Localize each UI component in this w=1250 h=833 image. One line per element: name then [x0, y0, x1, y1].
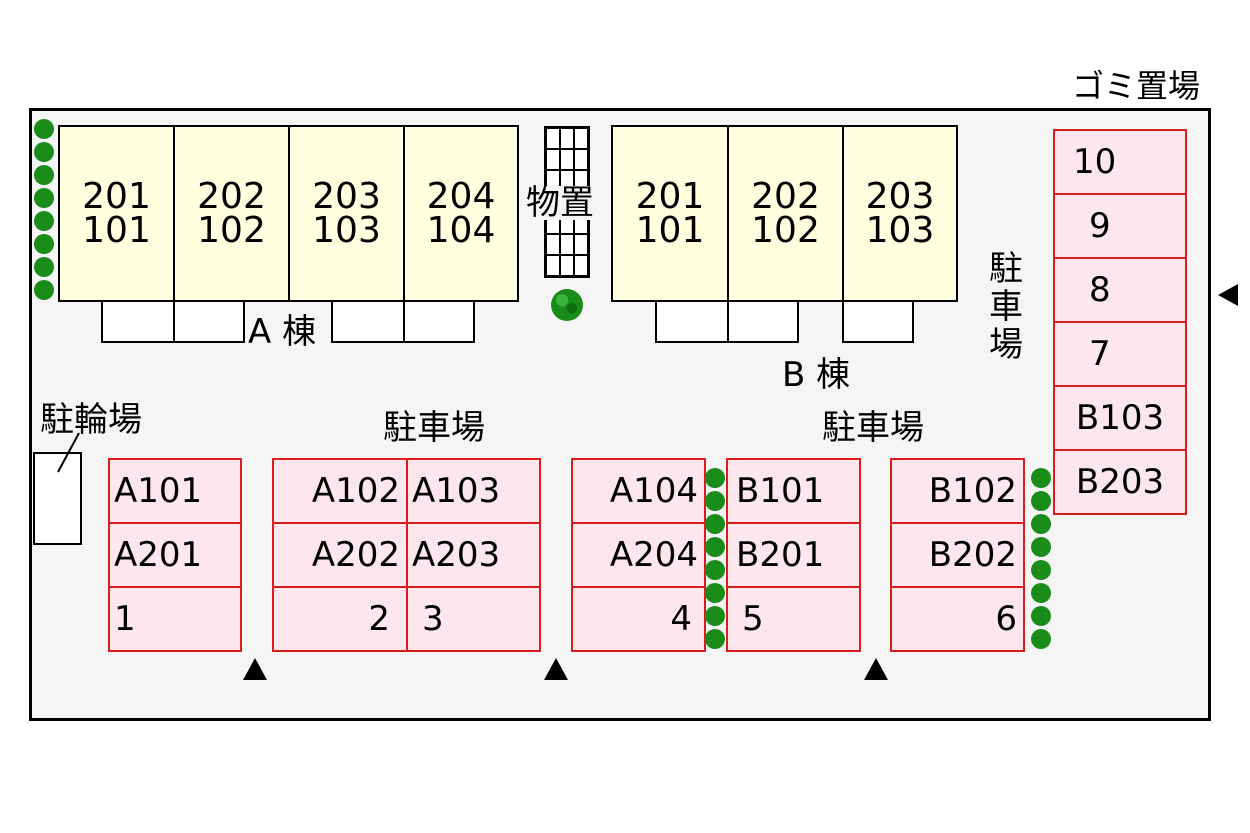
- parking-stall: A104: [571, 458, 706, 524]
- parking-stall: B101: [726, 458, 861, 524]
- hedge-dot: [705, 514, 725, 534]
- hedge-dot: [1031, 537, 1051, 557]
- balcony: [655, 300, 729, 343]
- parking-stall: 9: [1053, 193, 1187, 259]
- hedge-dot: [34, 211, 54, 231]
- parking-stall: 3: [406, 586, 541, 652]
- hedge-dot: [34, 119, 54, 139]
- building-b-label: B 棟: [782, 355, 851, 395]
- parking-stall: B201: [726, 522, 861, 588]
- hedge-dot: [705, 468, 725, 488]
- parking-stall: A102: [272, 458, 408, 524]
- storage-label: 物置: [526, 183, 594, 223]
- parking-stall: A103: [406, 458, 541, 524]
- hedge-dot: [1031, 514, 1051, 534]
- entrance-arrow-icon: [243, 658, 267, 680]
- balcony: [727, 300, 799, 343]
- parking-stall: 7: [1053, 321, 1187, 387]
- parking-stall: A101: [108, 458, 242, 524]
- entrance-arrow-icon: [864, 658, 888, 680]
- hedge-dot: [34, 280, 54, 300]
- building-a-label: A 棟: [248, 312, 317, 352]
- hedge-dot: [1031, 491, 1051, 511]
- parking-stall: A204: [571, 522, 706, 588]
- parking-stall: B202: [890, 522, 1025, 588]
- parking-label: 駐車場: [822, 408, 924, 448]
- parking-stall: B103: [1053, 385, 1187, 451]
- hedge-dot: [34, 165, 54, 185]
- hedge-dot: [1031, 606, 1051, 626]
- hedge-dot: [705, 491, 725, 511]
- parking-stall: 5: [726, 586, 861, 652]
- hedge-dot: [1031, 560, 1051, 580]
- bicycle-parking-label: 駐輪場: [40, 400, 142, 440]
- parking-stall: 2: [272, 586, 408, 652]
- entrance-arrow-icon: [544, 658, 568, 680]
- hedge-dot: [34, 234, 54, 254]
- hedge-dot: [34, 142, 54, 162]
- balcony: [842, 300, 914, 343]
- garbage-area-label: ゴミ置場: [1072, 67, 1201, 105]
- parking-stall: A201: [108, 522, 242, 588]
- hedge-dot: [705, 537, 725, 557]
- hedge-dot: [1031, 468, 1051, 488]
- parking-stall: 1: [108, 586, 242, 652]
- balcony: [173, 300, 245, 343]
- balcony: [101, 300, 175, 343]
- parking-label: 駐車場: [383, 408, 485, 448]
- hedge-dot: [1031, 629, 1051, 649]
- hedge-dot: [34, 257, 54, 277]
- parking-stall: 10: [1053, 129, 1187, 195]
- parking-stall: A203: [406, 522, 541, 588]
- entrance-arrow-icon: [1218, 284, 1238, 306]
- hedge-dot: [1031, 583, 1051, 603]
- parking-stall: 8: [1053, 257, 1187, 323]
- leader-line: [57, 432, 80, 473]
- parking-stall: B203: [1053, 449, 1187, 515]
- parking-stall: A202: [272, 522, 408, 588]
- balcony: [331, 300, 405, 343]
- hedge-dot: [705, 560, 725, 580]
- hedge-dot: [705, 583, 725, 603]
- parking-stall: B102: [890, 458, 1025, 524]
- hedge-dot: [705, 629, 725, 649]
- tree-icon: [551, 289, 583, 321]
- hedge-dot: [705, 606, 725, 626]
- balcony: [403, 300, 475, 343]
- parking-stall: 4: [571, 586, 706, 652]
- parking-label-vertical: 駐車場: [989, 249, 1023, 365]
- bicycle-rack: [33, 452, 82, 545]
- parking-stall: 6: [890, 586, 1025, 652]
- hedge-dot: [34, 188, 54, 208]
